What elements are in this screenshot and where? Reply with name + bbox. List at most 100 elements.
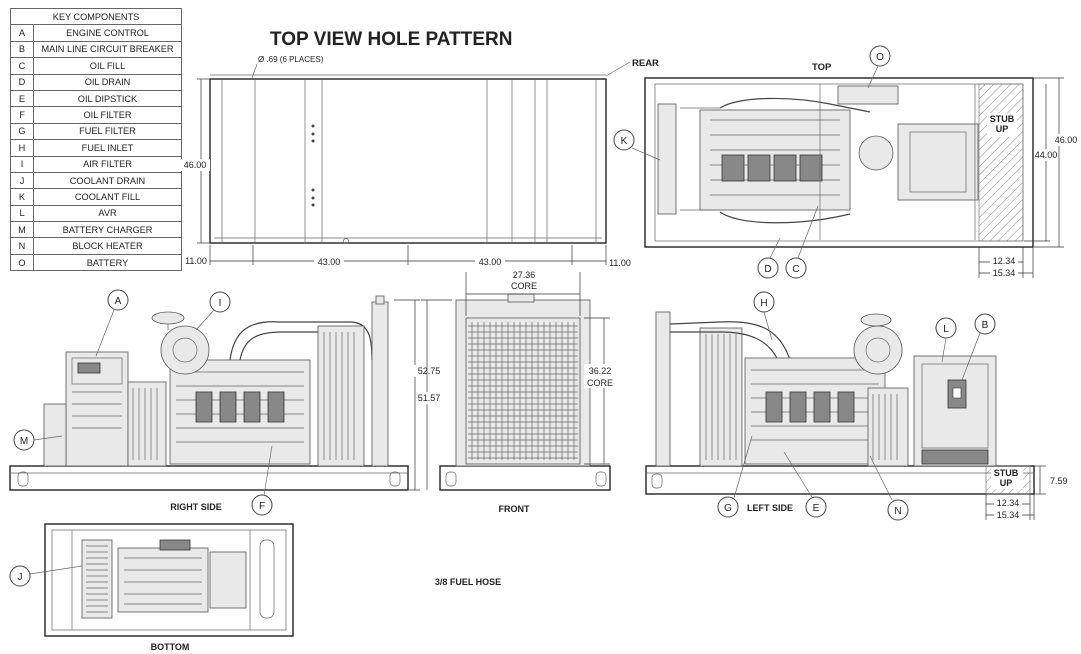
mount-hole [311,139,315,143]
bottom-view: BOTTOM J [9,523,294,652]
top-alternator [897,123,979,201]
hole-pattern-view: TOP VIEW HOLE PATTERN Ø .69 (6 PLACES) R… [180,29,659,268]
svg-text:D: D [764,264,771,275]
callout-f: F [251,445,273,516]
front-core-grid [468,322,578,460]
top-view-label: TOP [812,62,832,73]
top-stub-up-label-2: UP [996,124,1009,134]
top-view-frame [644,77,1034,248]
callout-e: E [783,451,827,518]
svg-text:B: B [982,320,989,331]
svg-text:L: L [943,324,949,335]
right-engine-block [169,359,311,465]
top-stub-dim-b: 15.34 [993,268,1016,278]
right-side-view: 52.75 RIGHT SIDE A I M F [9,289,444,516]
hole-note-leader [251,63,258,79]
hole-left-offset-dim: 11.00 [185,256,207,266]
svg-text:E: E [813,503,820,514]
right-air-filter [160,325,210,375]
front-base-rail [439,465,611,491]
callout-o: O [867,45,891,89]
rear-label: REAR [632,58,659,69]
left-side-label: LEFT SIDE [747,503,793,513]
top-stub-up-label-1: STUB [990,114,1015,124]
fuel-hose-note: 3/8 FUEL HOSE [435,577,501,587]
svg-text:M: M [20,436,28,447]
right-base-rail [9,465,409,491]
top-air-filter [858,135,894,171]
svg-text:N: N [894,506,901,517]
left-base-rail [645,465,1035,495]
front-core-width-label: CORE [511,281,537,291]
svg-text:J: J [18,572,23,583]
mount-hole [343,238,349,244]
left-radiator [699,327,743,467]
callout-h: H [753,291,775,341]
callout-g: G [717,435,753,518]
callout-j: J [9,565,83,587]
svg-text:I: I [219,298,222,309]
callout-c: C [785,205,819,279]
top-outer-dim: 46.00 [1055,135,1078,145]
svg-text:C: C [792,264,799,275]
mount-hole [311,124,315,128]
callout-k: K [613,129,661,161]
mount-hole [311,196,315,200]
hole-note: Ø .69 (6 PLACES) [258,55,324,64]
page-title: TOP VIEW HOLE PATTERN [270,29,512,50]
front-view: 27.36 CORE 51.57 36.22 CORE FRONT [416,268,618,514]
svg-text:O: O [876,52,884,63]
left-control-box [913,355,997,467]
front-core-height-dim: 36.22 [589,366,612,376]
front-label: FRONT [499,504,530,514]
callout-m: M [13,429,63,451]
right-side-label: RIGHT SIDE [170,502,222,512]
key-letter: O [10,253,34,272]
front-core-width-dim: 27.36 [513,270,536,280]
callout-b: B [961,313,996,381]
key-name: BATTERY [33,253,182,272]
top-inner-dim: 44.00 [1035,150,1058,160]
mount-hole [311,188,315,192]
left-stub-dim-a: 12.34 [997,498,1020,508]
left-air-filter [853,325,903,375]
front-radiator-core [465,317,581,465]
bottom-frame [44,523,294,637]
rear-leader [605,61,631,77]
svg-text:G: G [724,503,732,514]
callout-n: N [869,455,909,521]
mount-hole [311,203,315,207]
stub-up-area [978,83,1024,242]
left-side-view: STUB UP 7.59 [645,291,1068,521]
top-stub-dim-a: 12.34 [993,256,1016,266]
bottom-engine [117,547,209,613]
bottom-label: BOTTOM [151,642,190,652]
left-stub-up-label-2: UP [1000,478,1013,488]
base-frame-outline [209,78,607,244]
right-battery-charger [43,403,67,467]
front-core-height-label: CORE [587,378,613,388]
front-height-dim: 51.57 [418,393,441,403]
hole-height-dim: 46.00 [184,160,207,170]
svg-text:H: H [760,298,767,309]
callout-d: D [757,237,781,279]
bottom-radiator [81,539,113,619]
svg-text:A: A [115,296,122,307]
left-base-dim: 7.59 [1050,476,1068,486]
top-view: TOP STUB UP [613,45,1079,279]
hole-span-left-dim: 43.00 [318,257,341,267]
callout-i: I [195,291,231,331]
svg-text:K: K [621,136,628,147]
